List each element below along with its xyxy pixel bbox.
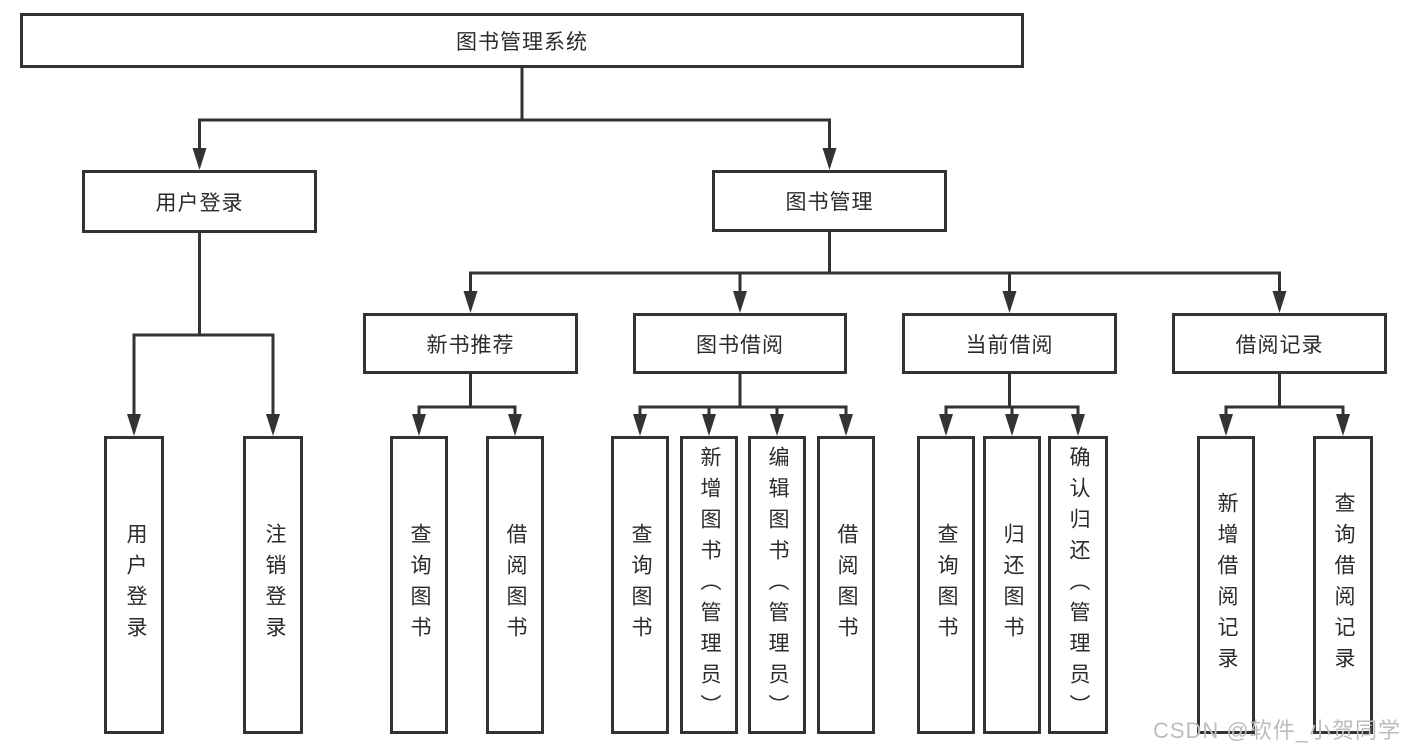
leaf-logout: 注销登录 xyxy=(243,436,303,734)
node-label: 图书管理系统 xyxy=(456,30,588,54)
node-label: 新书推荐 xyxy=(426,333,515,357)
node-label: 用户登录 xyxy=(155,191,244,215)
node-user-login: 用户登录 xyxy=(82,170,317,233)
csdn-watermark: CSDN @软件_小贺同学 xyxy=(1152,718,1401,743)
leaf-user-login: 用户登录 xyxy=(104,436,164,734)
leaf-edit-book-admin: 编辑图书（管理员） xyxy=(748,436,806,734)
node-new-book-recommend: 新书推荐 xyxy=(363,313,578,374)
node-label: 图书借阅 xyxy=(696,333,784,357)
connector-book-borrow-to-leaves xyxy=(633,374,853,436)
leaf-borrow-book: 借阅图书 xyxy=(817,436,875,734)
connector-borrow-records-to-leaves xyxy=(1219,374,1350,436)
leaf-add-book-admin: 新增图书（管理员） xyxy=(680,436,738,734)
leaf-add-borrow-record: 新增借阅记录 xyxy=(1197,436,1255,734)
leaf-query-borrow-record: 查询借阅记录 xyxy=(1313,436,1373,734)
node-book-borrow: 图书借阅 xyxy=(633,313,847,374)
node-current-borrow: 当前借阅 xyxy=(902,313,1117,374)
leaf-query-book-borrow: 查询图书 xyxy=(611,436,669,734)
connector-book-management-to-level3 xyxy=(463,232,1287,313)
node-book-management: 图书管理 xyxy=(712,170,947,232)
leaf-query-book-recommend: 查询图书 xyxy=(390,436,448,734)
leaf-confirm-return-admin: 确认归还（管理员） xyxy=(1048,436,1108,734)
node-label: 图书管理 xyxy=(785,191,874,214)
leaf-return-book: 归还图书 xyxy=(983,436,1041,734)
node-label: 借阅记录 xyxy=(1235,333,1324,357)
leaf-borrow-book-recommend: 借阅图书 xyxy=(486,436,544,734)
connector-new-book-recommend-to-leaves xyxy=(412,374,522,436)
connector-root-to-level2 xyxy=(192,67,837,170)
node-borrow-records: 借阅记录 xyxy=(1172,313,1387,374)
connector-current-borrow-to-leaves xyxy=(939,374,1085,436)
connector-user-login-to-leaves xyxy=(127,232,280,436)
node-library-management-system: 图书管理系统 xyxy=(20,13,1024,68)
node-label: 当前借阅 xyxy=(965,333,1054,357)
leaf-query-book-current: 查询图书 xyxy=(917,436,975,734)
